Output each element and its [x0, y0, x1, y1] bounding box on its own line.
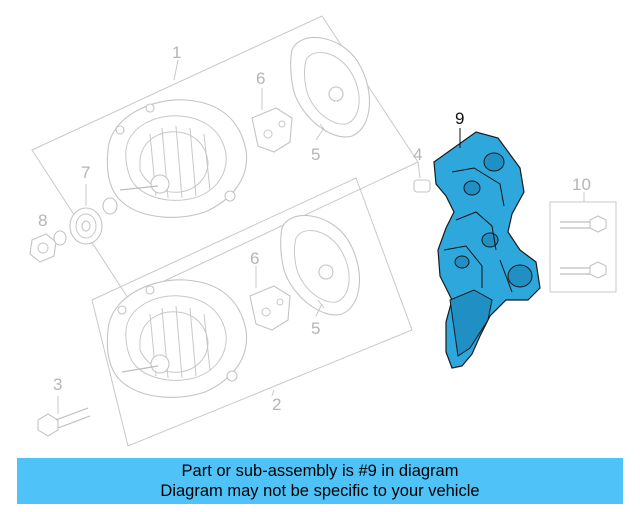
alternator-upper [106, 99, 248, 218]
callout-9[interactable]: 9 [455, 109, 464, 128]
alternator-bracket-9[interactable] [433, 128, 541, 369]
nut-8 [29, 230, 67, 263]
assembly-panel-2 [91, 177, 413, 447]
callout-3: 3 [53, 375, 62, 394]
callout-5-upper: 5 [311, 145, 320, 164]
callout-10: 10 [572, 175, 591, 194]
callout-5-lower: 5 [311, 319, 320, 338]
end-cover-5-upper [290, 36, 370, 138]
bolts-10-panel [549, 192, 617, 293]
callout-7: 7 [81, 163, 90, 182]
callout-6-upper: 6 [256, 69, 265, 88]
regulator-6-lower [249, 266, 291, 331]
callout-4: 4 [413, 145, 422, 164]
notice-line-2: Diagram may not be specific to your vehi… [160, 482, 480, 500]
notice-banner: Part or sub-assembly is #9 in diagram Di… [17, 458, 623, 504]
notice-line-1: Part or sub-assembly is #9 in diagram [181, 462, 459, 480]
bolt-3 [37, 396, 91, 437]
callout-8: 8 [38, 211, 47, 230]
pulley-7 [69, 197, 118, 245]
sleeve-4 [413, 161, 431, 193]
end-cover-5-lower [280, 214, 360, 316]
alternator-lower [106, 279, 248, 398]
regulator-6-upper [251, 88, 293, 153]
callout-1: 1 [172, 43, 181, 62]
callout-6-lower: 6 [250, 249, 259, 268]
callout-2: 2 [272, 395, 281, 414]
